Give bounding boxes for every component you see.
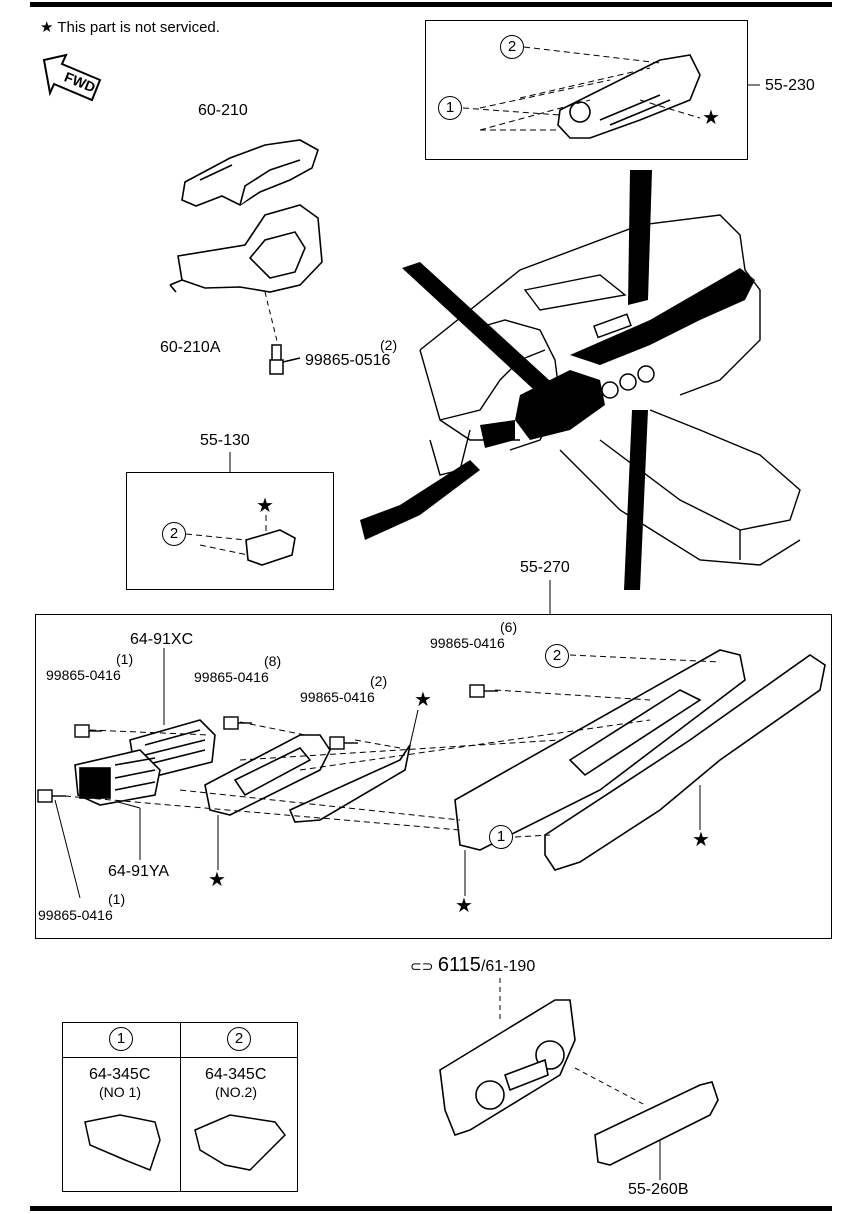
bottom-rule	[30, 1206, 832, 1211]
dash-panel-55-270	[454, 649, 746, 851]
dash-lines-130	[185, 515, 267, 556]
legend-callout-2: 2	[227, 1027, 251, 1051]
dash-lines-230	[462, 46, 701, 131]
label-55-130: 55-130	[200, 432, 250, 449]
label-99865-0416-d: 99865-0416	[430, 635, 505, 651]
label-55-230: 55-230	[765, 77, 815, 94]
leader-dashed	[264, 291, 279, 346]
leader-260B	[574, 1067, 646, 1106]
center-vents	[593, 313, 655, 399]
label-99865-0516: 99865-0516	[305, 352, 391, 369]
ref-prefix: ⊂⊃	[410, 958, 434, 974]
trim-strip	[288, 744, 411, 823]
label-64-91YA: 64-91YA	[108, 863, 170, 880]
note-text: This part is not serviced.	[57, 19, 220, 36]
star-icon: ★	[40, 19, 54, 36]
label-99865-0416-a: 99865-0416	[46, 667, 121, 683]
label-60-210A: 60-210A	[160, 339, 221, 356]
ref-sub: 61-190	[485, 958, 536, 975]
label-55-260B: 55-260B	[628, 1181, 689, 1198]
star-icon: ★	[702, 107, 720, 129]
legend-part-1: 64-345C	[89, 1066, 151, 1083]
qty-b: (8)	[264, 653, 282, 669]
panel-55-260B	[594, 1081, 719, 1166]
clip-no2	[194, 1114, 286, 1171]
dashboard-trim-dark	[360, 170, 755, 590]
star-icon: ★	[208, 869, 226, 891]
legend-part-2: 64-345C	[205, 1066, 267, 1083]
callout-1-270: 1	[489, 825, 513, 849]
dash-lines-270	[64, 654, 721, 838]
legend-col-1: 1 64-345C (NO 1)	[63, 1023, 181, 1191]
box-55-270	[35, 614, 832, 939]
label-60-210: 60-210	[198, 102, 248, 119]
top-rule	[30, 2, 832, 7]
column-cover-lower	[169, 204, 323, 293]
qty-0516: (2)	[380, 337, 398, 353]
label-55-270: 55-270	[520, 559, 570, 576]
clip-no1	[84, 1114, 161, 1171]
ref-main: 6115	[437, 954, 481, 976]
clip-legend-table: 1 64-345C (NO 1) 2 64-345C (NO.2)	[62, 1022, 298, 1192]
qty-e: (1)	[108, 891, 126, 907]
legend-sub-2: (NO.2)	[215, 1084, 257, 1100]
star-icon: ★	[256, 495, 274, 517]
label-64-91XC: 64-91XC	[130, 631, 194, 648]
screw-0416-icons	[37, 684, 498, 803]
legend-sub-1: (NO 1)	[99, 1084, 141, 1100]
label-99865-0416-c: 99865-0416	[300, 689, 375, 705]
qty-a: (1)	[116, 651, 134, 667]
panel-55-130	[245, 529, 296, 566]
label-99865-0416-e: 99865-0416	[38, 907, 113, 923]
leader-lines	[54, 84, 760, 899]
screw-0516-icon	[269, 344, 301, 375]
qty-c: (2)	[370, 673, 388, 689]
climate-control-unit	[439, 999, 576, 1136]
dashboard-illustration	[419, 214, 801, 566]
label-99865-0416-b: 99865-0416	[194, 669, 269, 685]
box-55-230	[425, 20, 748, 160]
ref-6115: ⊂⊃ 6115/61-190	[410, 955, 535, 975]
fwd-arrow-icon	[42, 53, 102, 102]
callout-2-230: 2	[500, 35, 524, 59]
star-icon: ★	[414, 689, 432, 711]
box-55-130	[126, 472, 334, 590]
callout-2-270: 2	[545, 644, 569, 668]
dash-trim-55-270	[544, 654, 826, 871]
air-vent-64-91YA	[74, 749, 161, 806]
qty-d: (6)	[500, 619, 518, 635]
callout-1-230: 1	[438, 96, 462, 120]
callout-2-130: 2	[162, 522, 186, 546]
star-icon: ★	[455, 895, 473, 917]
panel-55-230	[557, 54, 701, 139]
column-cover-upper	[181, 139, 319, 207]
ref-sep: /	[480, 958, 486, 975]
legend-callout-1: 1	[109, 1027, 133, 1051]
not-serviced-note: ★ This part is not serviced.	[40, 20, 220, 36]
star-icon: ★	[692, 829, 710, 851]
legend-col-2: 2 64-345C (NO.2)	[181, 1023, 298, 1191]
